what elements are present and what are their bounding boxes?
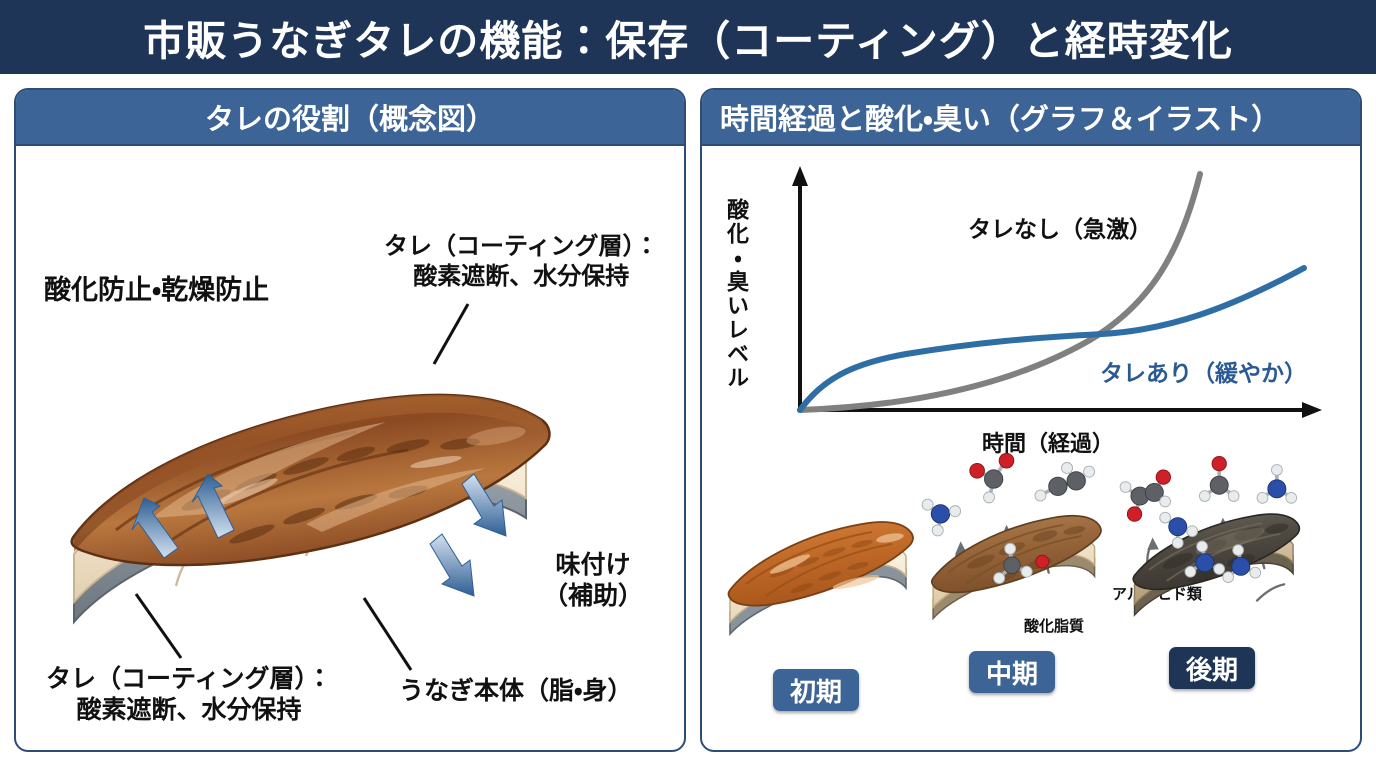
series-tare-nashi-curve [797, 171, 1203, 413]
label-coating-layer-top-line1: タレ（コーティング層）： [384, 233, 659, 260]
chart-x-axis-label: 時間（経過） [982, 431, 1115, 456]
stage-late: 後期 [1112, 442, 1312, 689]
label-coating-layer-top-line2: 酸素遮断、水分保持 [413, 263, 630, 290]
stage-badge-early: 初期 [773, 669, 859, 711]
label-coating-layer-top: タレ（コーティング層）： 酸素遮断、水分保持 [384, 232, 659, 292]
chart-annotation-tare-ari: タレあり（緩やか） [1100, 360, 1307, 386]
panel-tare-role: タレの役割（概念図） [14, 88, 686, 752]
arrow-antioxidation-2 [131, 497, 179, 559]
chart-plot-area [792, 166, 1322, 418]
molecule-oxidized-lipid [1119, 469, 1172, 522]
stage-middle: 中期 [912, 446, 1112, 693]
chart-annotation-tare-nashi: タレなし（急激） [968, 216, 1152, 242]
label-seasoning-line1: 味付け [555, 551, 631, 579]
series-tare-ari-curve [797, 265, 1307, 413]
molecule-on-surface-middle [993, 542, 1050, 585]
molecule-ammonia-late [1256, 464, 1298, 504]
title-bar: 市販うなぎタレの機能：保存（コーティング）と経時変化 [0, 0, 1376, 74]
label-coating-layer-bottom-line1: タレ（コーティング層）： [46, 665, 333, 693]
arrow-seasoning-2 [429, 533, 475, 597]
eel-darkened-illustration [1119, 455, 1301, 617]
chart-y-axis-label: 酸化・臭いレベル [724, 198, 749, 390]
panel-right-header-text: 時間経過と酸化・臭い（グラフ＆イラスト） [720, 104, 1281, 136]
label-seasoning: 味付け （補助） [543, 550, 643, 613]
label-coating-layer-bottom-line2: 酸素遮断、水分保持 [76, 696, 302, 725]
molecule-aldehyde [1198, 455, 1240, 502]
molecule-trimethylamine-surface [1184, 540, 1262, 583]
grilled-eel-illustration [70, 393, 551, 625]
page-title: 市販うなぎタレの機能：保存（コーティング）と経時変化 [143, 18, 1233, 64]
molecule-ammonia-middle [921, 498, 962, 537]
arrow-antioxidation-1 [191, 473, 235, 539]
eel-fresh-glazed-illustration [727, 521, 914, 637]
panel-right-body: 酸化・臭いレベル 時間（経過） タレなし（急激） タレあり（緩やか） 酸化脂質 … [702, 146, 1360, 750]
label-eel-body: うなぎ本体（脂・身） [399, 677, 633, 705]
label-seasoning-line2: （補助） [543, 582, 644, 611]
oxidation-time-chart: 酸化・臭いレベル 時間（経過） タレなし（急激） タレあり（緩やか） [724, 158, 1336, 458]
panel-right-header: 時間経過と酸化・臭い（グラフ＆イラスト） [702, 90, 1360, 146]
label-coating-layer-bottom: タレ（コーティング層）： 酸素遮断、水分保持 [46, 664, 332, 727]
molecule-carboxyl-middle [969, 452, 1015, 504]
panel-left-header-text: タレの役割（概念図） [204, 104, 495, 136]
arrow-seasoning-1 [461, 473, 507, 537]
label-oxidized-lipid: 酸化脂質 [1024, 618, 1085, 635]
panel-left-header: タレの役割（概念図） [16, 90, 684, 146]
label-antioxidation: 酸化防止・乾燥防止 [44, 275, 270, 305]
y-axis-arrowhead [792, 166, 808, 186]
stage-badge-middle: 中期 [969, 651, 1055, 693]
molecule-amine-top [1159, 511, 1199, 549]
stage-badge-late: 後期 [1169, 647, 1255, 689]
panel-left-body: 酸化防止・乾燥防止 タレ（コーティング層）： 酸素遮断、水分保持 味付け （補助… [16, 146, 684, 750]
eel-dulled-illustration [921, 452, 1102, 621]
x-axis-arrowhead [1302, 402, 1322, 418]
panel-time-oxidation: 時間経過と酸化・臭い（グラフ＆イラスト） 酸化・臭いレベル 時間（経過） タレな… [700, 88, 1362, 752]
stage-early: 初期 [716, 464, 916, 711]
molecule-hydrocarbon-middle [1034, 462, 1096, 502]
